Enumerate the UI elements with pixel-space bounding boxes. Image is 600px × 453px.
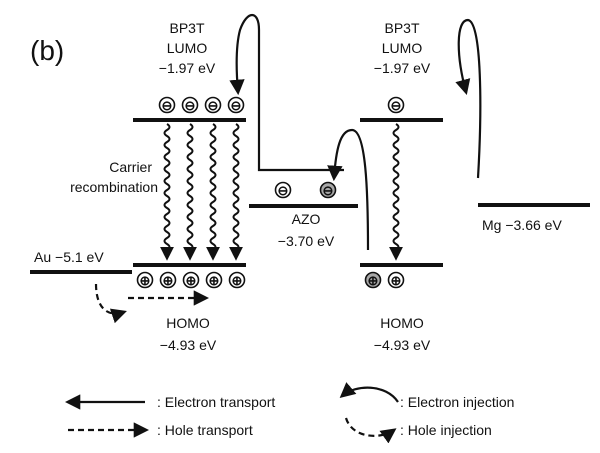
hole-sign: ⊕ <box>232 273 243 288</box>
hole-sign: ⊕ <box>209 273 220 288</box>
electron-charge <box>227 96 245 114</box>
electron-sign: ⊖ <box>278 183 289 198</box>
panel-label: (b) <box>30 35 64 66</box>
azo-shaded-electron-charge <box>319 181 337 199</box>
electron-charge <box>158 96 176 114</box>
hole-charge <box>228 271 246 289</box>
recombination-wavy-arrow <box>183 123 197 261</box>
mg-label: Mg −3.66 eV <box>482 217 562 233</box>
recombination-label-line1: Carrier <box>109 159 152 175</box>
au-label: Au −5.1 eV <box>34 249 104 265</box>
recombination-wavy-arrow <box>160 123 174 261</box>
hole-charge <box>205 271 223 289</box>
legend-electron-transport-label: : Electron transport <box>157 394 275 410</box>
electron-sign: ⊖ <box>391 98 402 113</box>
legend: : Electron transport : Hole transport : … <box>64 382 514 444</box>
hole-sign: ⊕ <box>391 273 402 288</box>
right-homo-energy: −4.93 eV <box>374 337 431 353</box>
left-lumo-energy: −1.97 eV <box>159 60 216 76</box>
hole-sign: ⊕ <box>163 273 174 288</box>
azo-electron-charge <box>274 181 292 199</box>
electron-sign: ⊖ <box>323 183 334 198</box>
left-homo-energy: −4.93 eV <box>160 337 217 353</box>
recombination-label-line2: recombination <box>70 179 158 195</box>
azo-electron-injection-arrow <box>327 128 370 251</box>
hole-charge <box>136 271 154 289</box>
left-lumo-material: BP3T <box>169 20 204 36</box>
legend-hole-injection-arrow <box>344 417 397 444</box>
right-lumo-energy: −1.97 eV <box>374 60 431 76</box>
recombination-wavy-arrow <box>229 123 243 261</box>
hole-sign: ⊕ <box>186 273 197 288</box>
hole-charge <box>159 271 177 289</box>
left-lumo-electrons: ⊖ ⊖ ⊖ ⊖ <box>158 96 245 114</box>
mg-electron-injection-arrow <box>455 18 482 179</box>
legend-electron-injection-label: : Electron injection <box>400 394 514 410</box>
left-lumo-kind: LUMO <box>167 40 208 56</box>
electron-sign: ⊖ <box>208 98 219 113</box>
recombination-wavy-arrow <box>206 123 220 261</box>
hole-sign: ⊕ <box>368 273 379 288</box>
electron-charge <box>181 96 199 114</box>
hole-charge <box>182 271 200 289</box>
right-homo-kind: HOMO <box>380 315 424 331</box>
recombination-arrows <box>160 123 403 261</box>
azo-name: AZO <box>292 211 321 227</box>
au-hole-injection-arrow <box>94 283 127 324</box>
right-lumo-electron-charge <box>387 96 405 114</box>
electron-charge <box>204 96 222 114</box>
hole-sign: ⊕ <box>140 273 151 288</box>
electron-transport-arrow <box>229 13 344 172</box>
azo-energy: −3.70 eV <box>278 233 335 249</box>
right-homo-hole-charge <box>387 271 405 289</box>
legend-electron-injection-arrow <box>339 382 399 403</box>
legend-hole-transport-label: : Hole transport <box>157 422 253 438</box>
electron-sign: ⊖ <box>162 98 173 113</box>
left-homo-kind: HOMO <box>166 315 210 331</box>
right-lumo-kind: LUMO <box>382 40 423 56</box>
electron-sign: ⊖ <box>185 98 196 113</box>
legend-hole-injection-label: : Hole injection <box>400 422 492 438</box>
recombination-wavy-arrow <box>389 123 403 261</box>
electron-sign: ⊖ <box>231 98 242 113</box>
right-lumo-material: BP3T <box>384 20 419 36</box>
right-homo-shaded-hole-charge <box>364 271 382 289</box>
left-homo-holes: ⊕ ⊕ ⊕ ⊕ ⊕ <box>136 271 246 289</box>
